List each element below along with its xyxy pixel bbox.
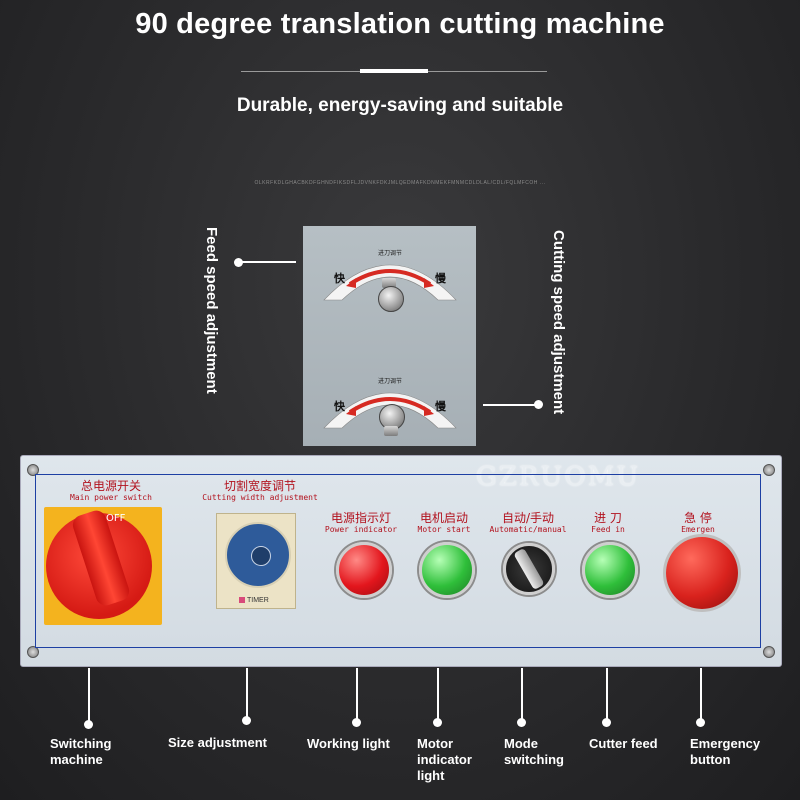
callout-cutter-feed: Cutter feed xyxy=(589,736,658,751)
dial-fast-label: 快 xyxy=(334,272,345,285)
cut-width-en: Cutting width adjustment xyxy=(202,493,318,502)
pointer-dot xyxy=(234,258,243,267)
control-panel-frame: 总电源开关 Main power switch OFF 切割宽度调节 Cutti… xyxy=(35,474,761,648)
feed-speed-dial: 进刀调节 快 慢 xyxy=(320,240,460,308)
cutting-speed-knob[interactable] xyxy=(379,404,405,430)
pointer-line xyxy=(240,261,296,263)
callout-dot xyxy=(433,718,442,727)
dial-label: 进刀调节 xyxy=(377,378,402,385)
callout-line xyxy=(356,668,358,722)
title-divider-accent xyxy=(360,69,428,73)
cut-width-cn: 切割宽度调节 xyxy=(223,479,296,493)
feed-in-button[interactable] xyxy=(582,542,638,598)
screw-icon xyxy=(27,464,39,476)
emergency-en: Emergen xyxy=(681,525,715,534)
callout-size-adjustment: Size adjustment xyxy=(168,735,267,750)
nut-icon xyxy=(382,278,396,288)
motor-start-cn: 电机启动 xyxy=(419,511,468,525)
selector-handle[interactable] xyxy=(513,547,545,591)
callout-line xyxy=(700,668,702,722)
page-subtitle: Durable, energy-saving and suitable xyxy=(236,95,564,116)
callout-dot xyxy=(696,718,705,727)
main-power-switch[interactable]: OFF xyxy=(44,507,162,625)
callout-motor-indicator-light: Motor indicator light xyxy=(417,736,472,783)
callout-emergency-button: Emergency button xyxy=(690,736,761,767)
dial-slow-label: 慢 xyxy=(435,272,446,285)
page-title: 90 degree translation cutting machine xyxy=(135,8,665,40)
mode-cn: 自动/手动 xyxy=(501,511,555,525)
timer-face xyxy=(225,522,291,588)
cutting-speed-label: Cutting speed adjustment xyxy=(550,230,567,415)
fine-print: OLKRFKDLGHACBKDFGHNDFIKSDFLJDVNKFDKJMLQE… xyxy=(254,180,546,186)
callout-working-light: Working light xyxy=(307,736,390,751)
motor-start-en: Motor start xyxy=(417,525,471,534)
switch-off-mark: OFF xyxy=(106,513,126,524)
control-panel: GZRUOMU 总电源开关 Main power switch OFF 切割宽度… xyxy=(20,455,782,667)
pointer-line xyxy=(483,404,537,406)
feed-speed-label: Feed speed adjustment xyxy=(203,227,220,394)
dial-fast-label: 快 xyxy=(334,400,345,413)
callout-line xyxy=(521,668,523,722)
callout-switching-machine: Switching machine xyxy=(50,736,112,767)
power-indicator-en: Power indicator xyxy=(324,525,398,534)
callout-dot xyxy=(84,720,93,729)
emergency-stop-button[interactable] xyxy=(666,537,738,609)
nut-icon xyxy=(384,426,398,436)
callout-line xyxy=(606,668,608,722)
power-indicator-cn: 电源指示灯 xyxy=(330,511,391,525)
callout-mode-switching: Mode switching xyxy=(504,736,564,767)
screw-icon xyxy=(763,464,775,476)
brand-watermark: GZRUOMU xyxy=(476,462,641,492)
mode-en: Automatic/manual xyxy=(489,525,567,534)
pointer-dot xyxy=(534,400,543,409)
timer-led-icon xyxy=(239,597,245,603)
callout-line xyxy=(246,668,248,720)
main-power-en: Main power switch xyxy=(70,493,152,502)
emergency-cn: 急 停 xyxy=(684,511,712,525)
cutting-width-timer[interactable]: TIMER xyxy=(216,513,296,609)
timer-label: TIMER xyxy=(247,597,269,604)
cutting-speed-dial: 进刀调节 快 慢 xyxy=(320,368,460,436)
mode-selector-switch[interactable] xyxy=(503,543,555,595)
dial-arc-icon xyxy=(323,264,457,301)
callout-dot xyxy=(242,716,251,725)
callout-dot xyxy=(602,718,611,727)
screw-icon xyxy=(763,646,775,658)
dial-label: 进刀调节 xyxy=(377,250,402,257)
power-indicator-lamp xyxy=(336,542,392,598)
feed-in-cn: 进 刀 xyxy=(594,511,622,525)
motor-start-button[interactable] xyxy=(419,542,475,598)
dial-arc-icon xyxy=(323,392,457,429)
timer-knob[interactable] xyxy=(251,546,271,566)
callout-line xyxy=(437,668,439,722)
feed-speed-knob[interactable] xyxy=(378,286,404,312)
dial-slow-label: 慢 xyxy=(435,400,446,413)
callout-dot xyxy=(517,718,526,727)
callout-dot xyxy=(352,718,361,727)
screw-icon xyxy=(27,646,39,658)
main-power-cn: 总电源开关 xyxy=(80,479,141,493)
feed-in-en: Feed in xyxy=(591,525,625,534)
speed-adjustment-panel: 进刀调节 快 慢 进刀调节 快 慢 xyxy=(303,226,476,446)
callout-line xyxy=(88,668,90,724)
